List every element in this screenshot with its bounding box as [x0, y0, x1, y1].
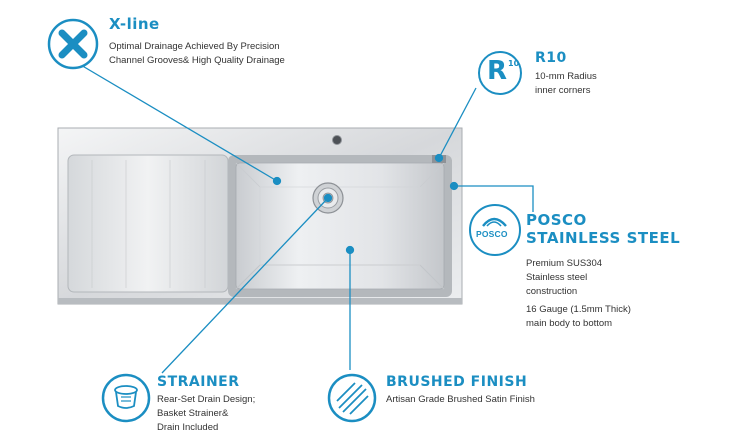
posco-seal-icon: POSCO — [469, 204, 521, 256]
strainer-icon — [101, 373, 151, 423]
xline-title: X-line — [109, 15, 160, 33]
r10-icon: R 10 — [478, 51, 522, 95]
strainer-title: STRAINER — [157, 374, 240, 390]
r10-desc-2: inner corners — [535, 85, 591, 96]
drainboard — [67, 154, 229, 293]
posco-desc-2: Stainless steel — [526, 272, 588, 283]
posco-title-2: STAINLESS STEEL — [526, 229, 681, 247]
posco-swoosh-icon — [482, 217, 507, 227]
xline-desc-2: Channel Grooves& High Quality Drainage — [109, 55, 285, 66]
strainer-desc-3: Drain Included — [157, 422, 219, 433]
posco-badge-text: POSCO — [476, 229, 508, 239]
posco-desc-1: Premium SUS304 — [526, 258, 603, 269]
posco-desc-5: main body to bottom — [526, 318, 613, 329]
posco-desc-4: 16 Gauge (1.5mm Thick) — [526, 304, 631, 315]
x-icon — [47, 18, 99, 70]
brushed-title: BRUSHED FINISH — [386, 374, 528, 390]
faucet-hole — [332, 135, 342, 145]
brushed-finish-icon — [327, 373, 377, 423]
callout-lines — [68, 57, 534, 374]
xline-desc-1: Optimal Drainage Achieved By Precision — [109, 41, 280, 52]
r10-badge-letter: R — [487, 56, 508, 86]
brushed-desc-1: Artisan Grade Brushed Satin Finish — [386, 394, 535, 405]
posco-desc-3: construction — [526, 286, 578, 297]
strainer-desc-2: Basket Strainer& — [157, 408, 229, 419]
r10-title: R10 — [535, 50, 567, 66]
sink-bowl — [228, 155, 452, 297]
posco-title-1: POSCO — [526, 211, 587, 229]
r10-badge-sup: 10 — [508, 59, 520, 68]
strainer-desc-1: Rear-Set Drain Design; — [157, 394, 256, 405]
r10-desc-1: 10-mm Radius — [535, 71, 597, 82]
